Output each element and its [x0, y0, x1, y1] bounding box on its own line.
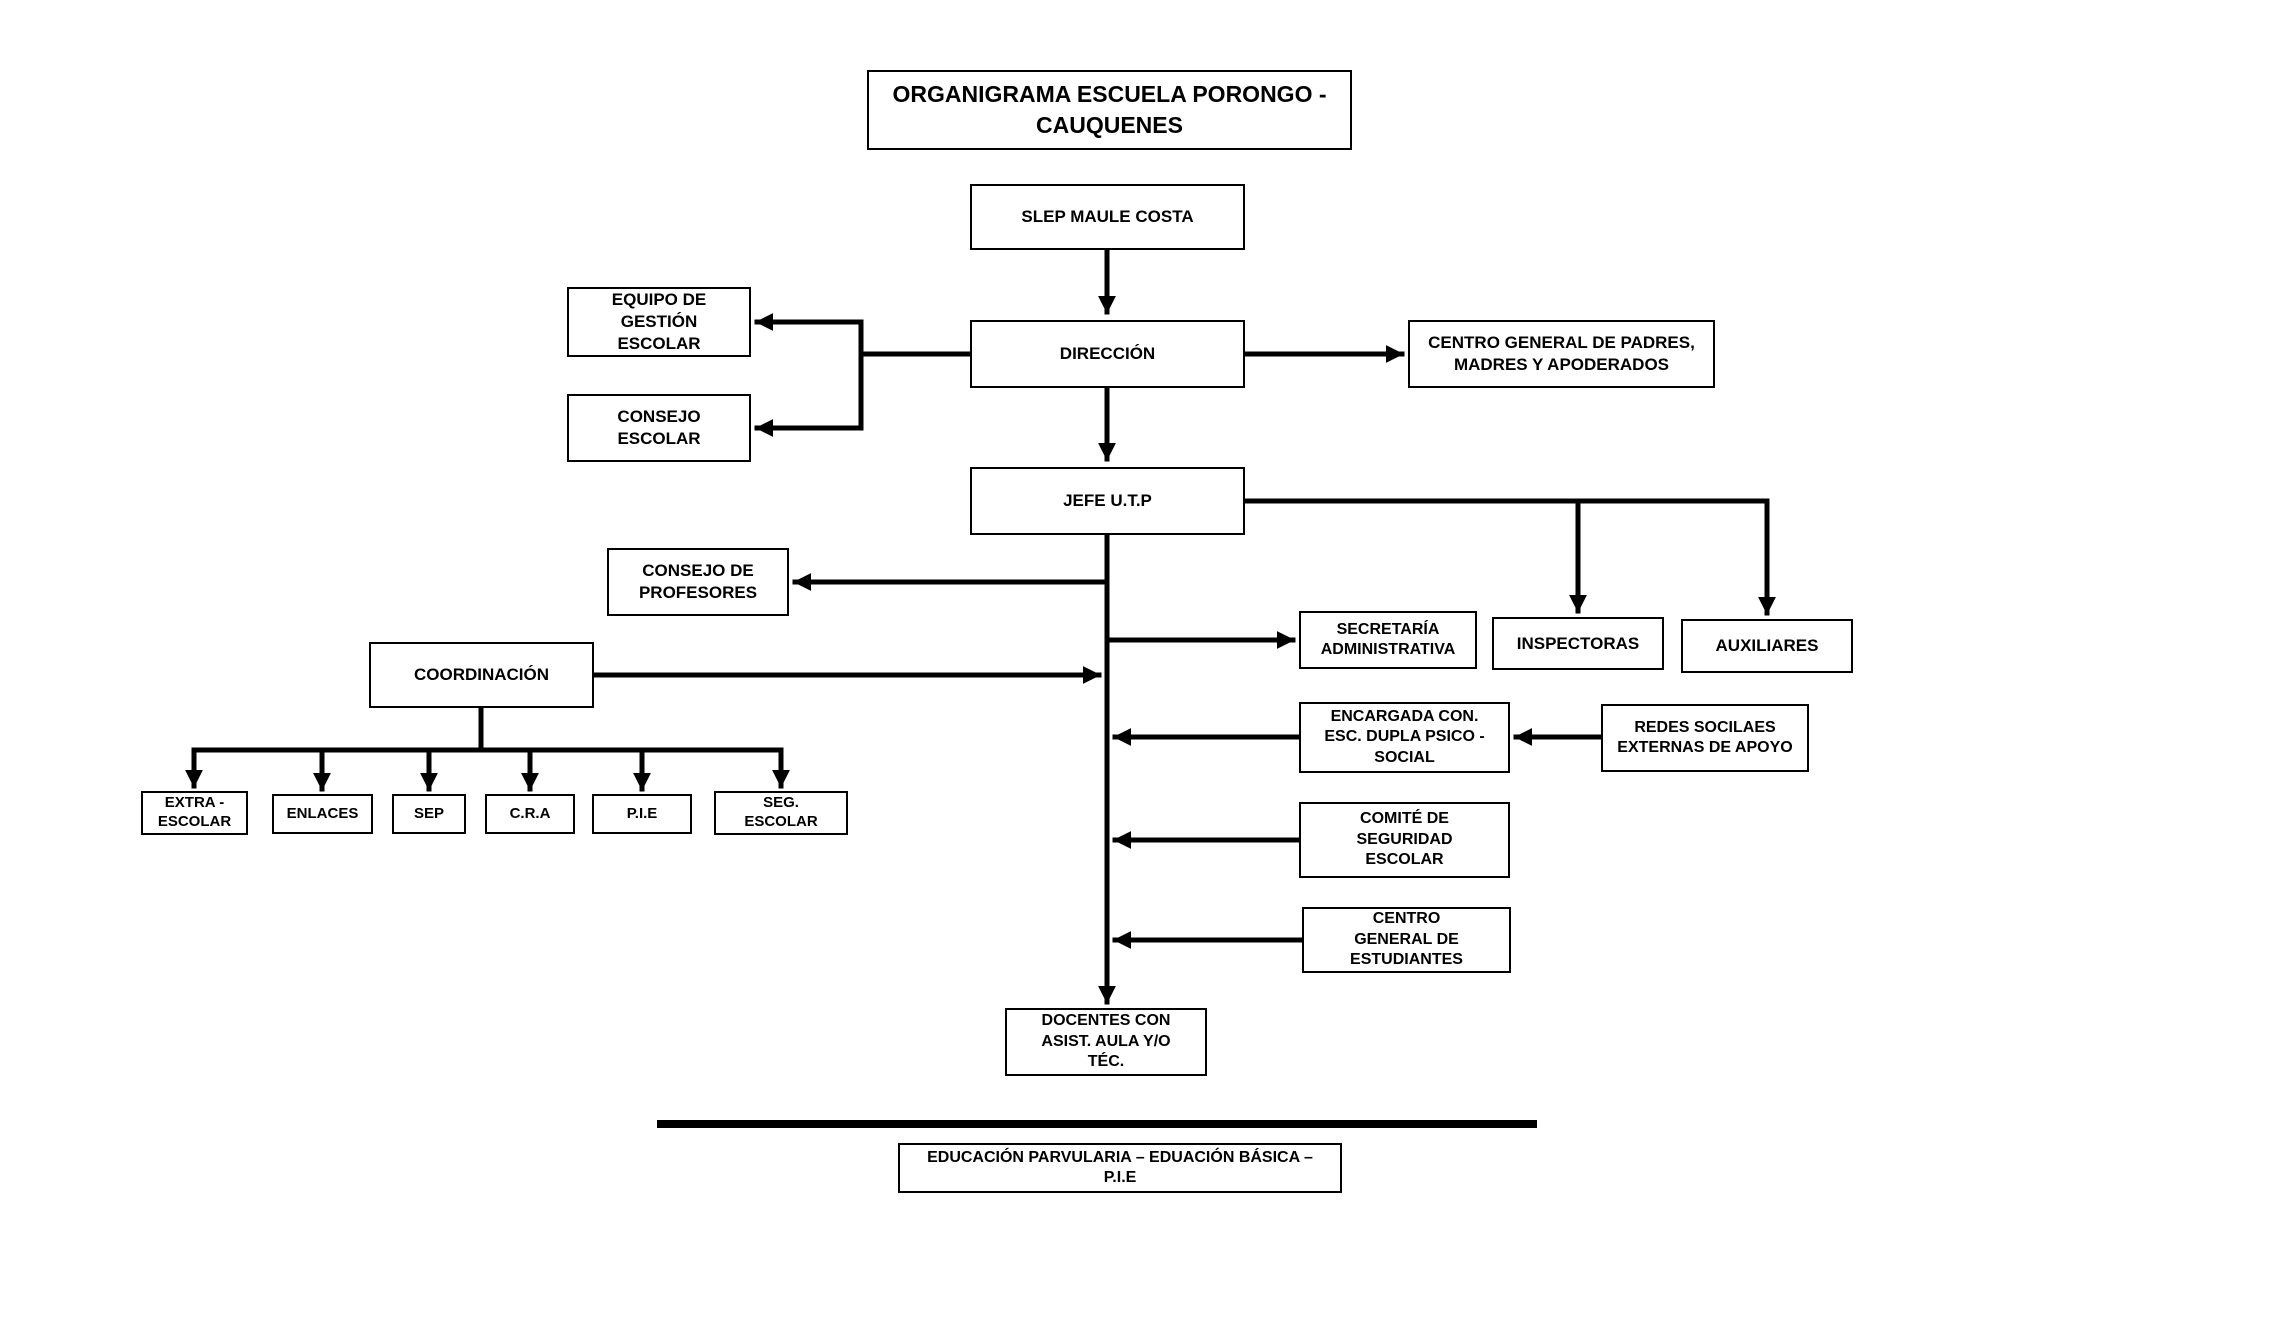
node-inspectoras: INSPECTORAS	[1492, 617, 1664, 670]
node-coordinacion: COORDINACIÓN	[369, 642, 594, 708]
node-cra: C.R.A	[485, 794, 575, 834]
node-educacion-niveles: EDUCACIÓN PARVULARIA – EDUACIÓN BÁSICA –…	[898, 1143, 1342, 1193]
node-slep-maule-costa: SLEP MAULE COSTA	[970, 184, 1245, 250]
node-seg-escolar: SEG. ESCOLAR	[714, 791, 848, 835]
node-centro-general-estudiantes: CENTRO GENERAL DE ESTUDIANTES	[1302, 907, 1511, 973]
node-equipo-gestion-escolar: EQUIPO DE GESTIÓN ESCOLAR	[567, 287, 751, 357]
node-docentes-asistentes: DOCENTES CON ASIST. AULA Y/O TÉC.	[1005, 1008, 1207, 1076]
node-pie: P.I.E	[592, 794, 692, 834]
node-enlaces: ENLACES	[272, 794, 373, 834]
node-comite-seguridad-escolar: COMITÉ DE SEGURIDAD ESCOLAR	[1299, 802, 1510, 878]
node-redes-externas-apoyo: REDES SOCILAES EXTERNAS DE APOYO	[1601, 704, 1809, 772]
node-secretaria-administrativa: SECRETARÍA ADMINISTRATIVA	[1299, 611, 1477, 669]
node-consejo-profesores: CONSEJO DE PROFESORES	[607, 548, 789, 616]
node-encargada-dupla-psicosocial: ENCARGADA CON. ESC. DUPLA PSICO - SOCIAL	[1299, 702, 1510, 773]
node-auxiliares: AUXILIARES	[1681, 619, 1853, 673]
diagram-title: ORGANIGRAMA ESCUELA PORONGO - CAUQUENES	[867, 70, 1352, 150]
node-centro-general-padres: CENTRO GENERAL DE PADRES, MADRES Y APODE…	[1408, 320, 1715, 388]
node-sep: SEP	[392, 794, 466, 834]
node-consejo-escolar: CONSEJO ESCOLAR	[567, 394, 751, 462]
node-direccion: DIRECCIÓN	[970, 320, 1245, 388]
node-jefe-utp: JEFE U.T.P	[970, 467, 1245, 535]
node-extra-escolar: EXTRA - ESCOLAR	[141, 791, 248, 835]
